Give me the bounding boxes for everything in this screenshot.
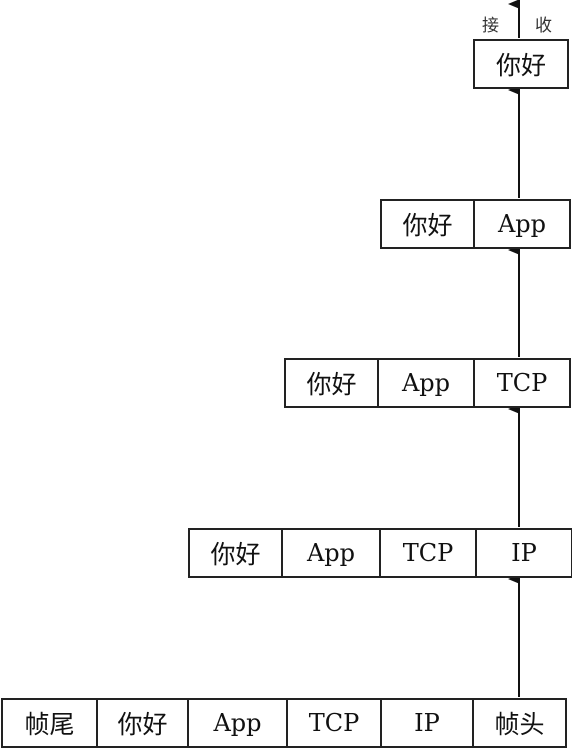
field-app-header: App xyxy=(473,199,571,249)
layer-tcp-row: 你好 App TCP xyxy=(284,358,571,408)
layer-app-row: 你好 App xyxy=(380,199,571,249)
field-frame-header: 帧头 xyxy=(472,698,567,748)
layer-frame-row: 帧尾 你好 App TCP IP 帧头 xyxy=(1,698,567,748)
field-app-header: App xyxy=(377,358,475,408)
field-frame-trailer: 帧尾 xyxy=(1,698,98,748)
receive-label-char-2: 收 xyxy=(535,16,552,36)
field-app-header: App xyxy=(187,698,288,748)
field-data: 你好 xyxy=(188,528,283,578)
field-data: 你好 xyxy=(96,698,189,748)
receive-label-char-1: 接 xyxy=(482,16,499,36)
field-data: 你好 xyxy=(380,199,475,249)
layer-ip-row: 你好 App TCP IP xyxy=(188,528,572,578)
field-tcp-header: TCP xyxy=(473,358,571,408)
field-ip-header: IP xyxy=(380,698,474,748)
field-data: 你好 xyxy=(473,39,569,89)
field-ip-header: IP xyxy=(475,528,572,578)
field-app-header: App xyxy=(281,528,381,578)
layer-data-row: 你好 xyxy=(473,39,569,89)
field-data: 你好 xyxy=(284,358,379,408)
field-tcp-header: TCP xyxy=(286,698,382,748)
field-tcp-header: TCP xyxy=(379,528,477,578)
